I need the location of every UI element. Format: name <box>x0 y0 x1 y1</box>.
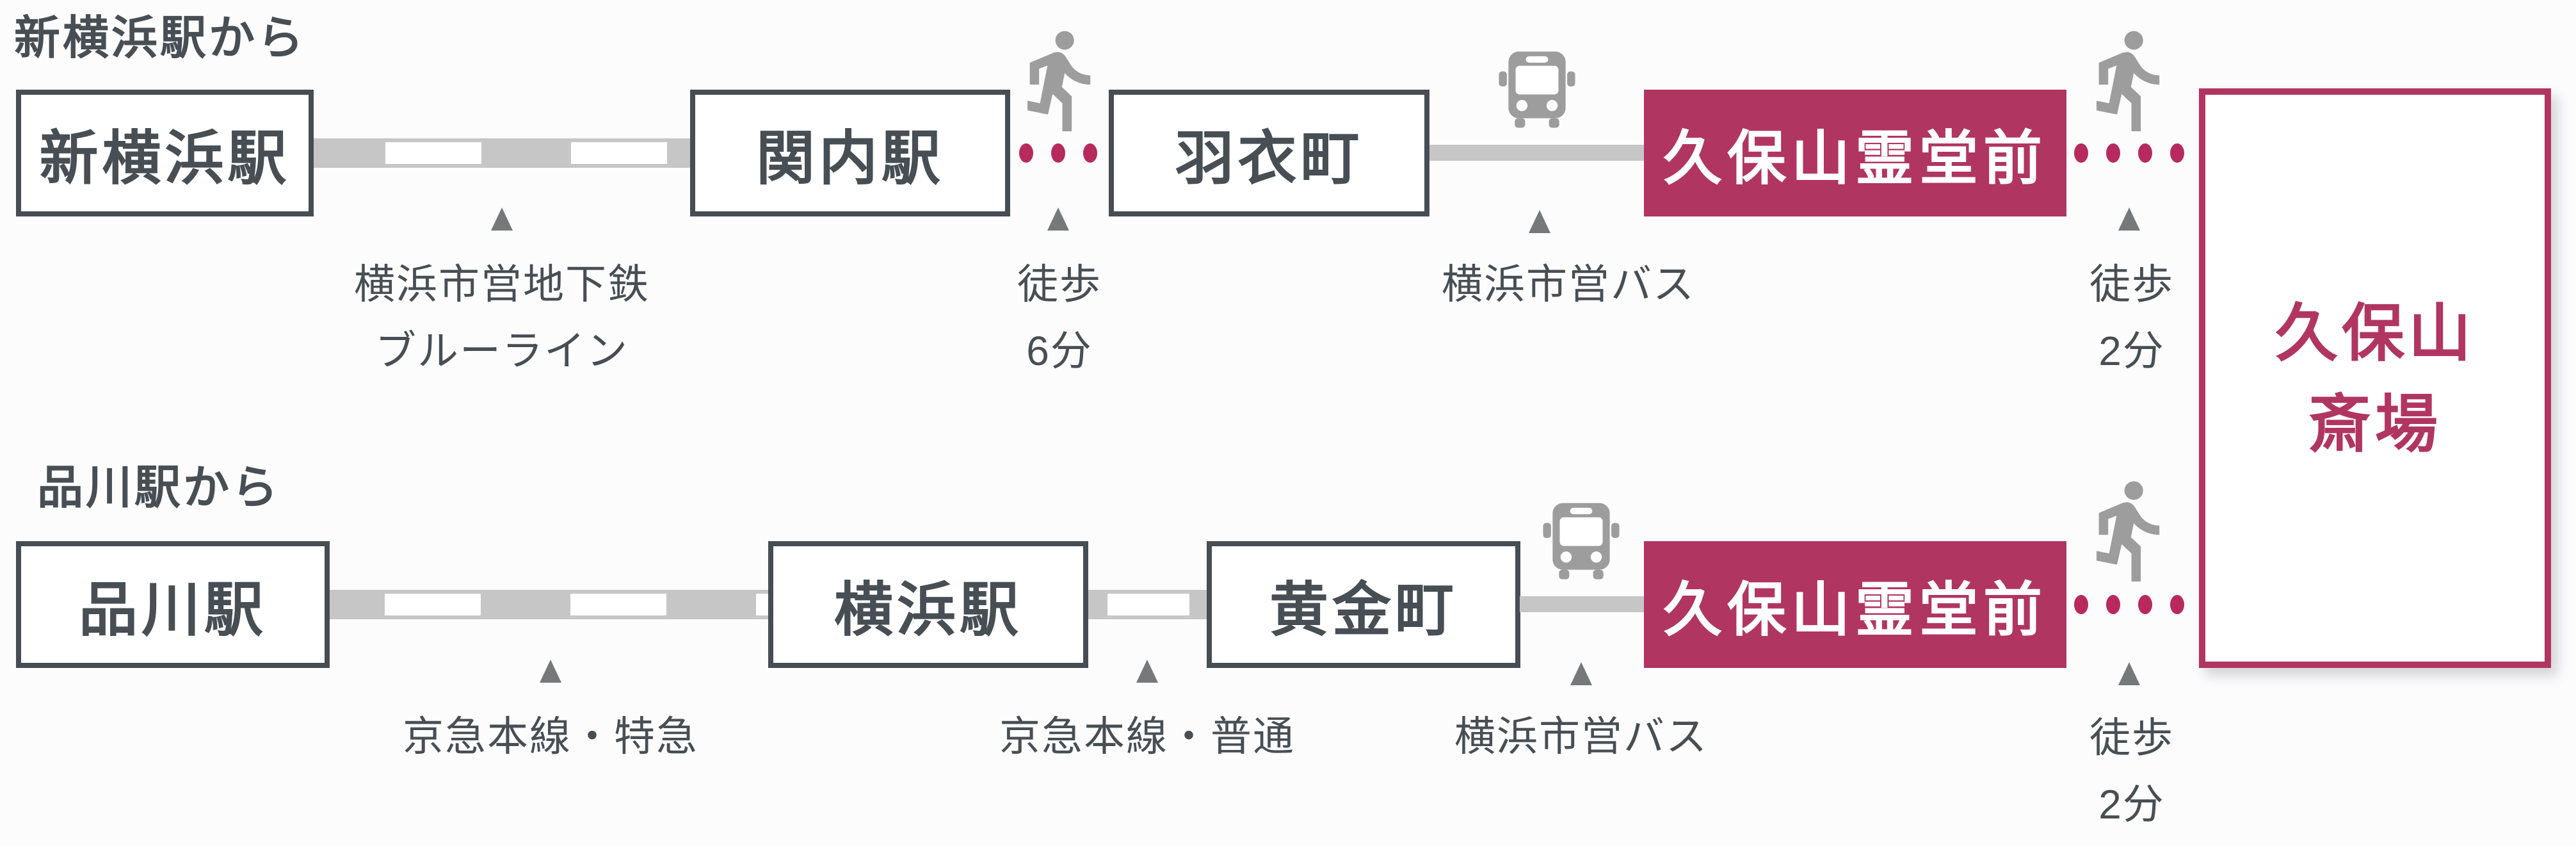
bus-line-segment <box>1520 596 1644 612</box>
station-box-hagoromocho: 羽衣町 <box>1109 90 1429 216</box>
segment-label-line: 京急本線・特急 <box>403 713 698 760</box>
segment-label: 京急本線・普通 <box>999 703 1295 770</box>
rail-dash <box>570 594 666 615</box>
station-label: 新横浜駅 <box>39 126 291 191</box>
bus-front-icon <box>1497 50 1577 129</box>
station-label: 黄金町 <box>1269 577 1458 643</box>
walk-dots <box>1019 143 1097 163</box>
segment-label-line: 徒歩 <box>1017 261 1102 307</box>
station-box-koganecho: 黄金町 <box>1207 541 1520 668</box>
walk-dot <box>2106 143 2120 163</box>
triangle-up-icon <box>1136 660 1158 683</box>
walk-dot <box>2170 143 2184 163</box>
walk-dot <box>2074 143 2088 163</box>
walk-dot <box>1019 143 1033 163</box>
triangle-up-icon <box>2118 662 2140 685</box>
rail-line-segment <box>314 138 762 168</box>
destination-name-line: 久保山 <box>2274 297 2475 368</box>
station-box-shinagawa: 品川駅 <box>16 541 330 668</box>
segment-label-line: 京急本線・普通 <box>999 713 1295 760</box>
bus-stop-box-kuboyama-reido-mae: 久保山霊堂前 <box>1644 541 2066 668</box>
segment-label-line: 徒歩 <box>2089 715 2174 761</box>
walk-dot <box>2138 595 2152 614</box>
destination-box-kuboyama-saijo: 久保山 斎場 <box>2199 88 2551 668</box>
segment-label: 横浜市営バス <box>1442 251 1695 318</box>
route2-header: 品川駅から <box>37 462 281 514</box>
station-label: 関内駅 <box>755 126 944 191</box>
walk-dot <box>2170 595 2184 614</box>
triangle-up-icon <box>2118 207 2140 231</box>
triangle-up-icon <box>1529 210 1550 233</box>
walk-dots <box>2074 595 2184 614</box>
triangle-up-icon <box>1570 662 1592 685</box>
segment-label: 京急本線・特急 <box>403 703 698 770</box>
rail-dash <box>571 142 667 164</box>
segment-label-line: 6分 <box>1026 328 1093 374</box>
rail-dash <box>1107 594 1189 615</box>
rail-dash <box>385 594 481 615</box>
segment-label: 横浜市営地下鉄 ブルーライン <box>354 251 650 384</box>
segment-label: 徒歩 6分 <box>1017 251 1102 384</box>
walk-dot <box>2138 143 2152 163</box>
walk-dot <box>1051 143 1065 163</box>
segment-label-line: ブルーライン <box>375 328 629 374</box>
bus-line-segment <box>1429 145 1644 161</box>
destination-name-line: 斎場 <box>2308 388 2442 459</box>
station-label: 久保山霊堂前 <box>1662 126 2047 191</box>
walking-person-icon <box>1027 29 1093 133</box>
station-box-kannai: 関内駅 <box>690 90 1010 216</box>
segment-label: 横浜市営バス <box>1454 703 1708 770</box>
triangle-up-icon <box>1047 207 1069 231</box>
segment-label-line: 2分 <box>2098 328 2165 374</box>
segment-label-line: 横浜市営地下鉄 <box>354 261 650 307</box>
station-label: 久保山霊堂前 <box>1662 577 2047 643</box>
walk-dots <box>2074 143 2184 163</box>
station-box-shin-yokohama: 新横浜駅 <box>16 90 314 216</box>
walking-person-icon <box>2097 29 2162 133</box>
segment-label-line: 2分 <box>2098 781 2165 827</box>
walk-dot <box>1083 143 1097 163</box>
station-label: 羽衣町 <box>1175 126 1364 191</box>
segment-label-line: 徒歩 <box>2089 261 2174 307</box>
rail-line-segment <box>1088 590 1226 619</box>
segment-label-line: 横浜市営バス <box>1454 713 1708 760</box>
walk-dot <box>2074 595 2088 614</box>
triangle-up-icon <box>540 660 561 683</box>
route1-header: 新横浜駅から <box>14 13 307 64</box>
station-box-yokohama: 横浜駅 <box>768 541 1088 668</box>
rail-line-segment <box>330 590 823 619</box>
walking-person-icon <box>2097 479 2162 583</box>
station-label: 品川駅 <box>78 577 267 643</box>
rail-dash <box>385 142 481 164</box>
segment-label-line: 横浜市営バス <box>1442 261 1695 307</box>
triangle-up-icon <box>491 207 513 231</box>
bus-front-icon <box>1542 501 1621 581</box>
segment-label: 徒歩 2分 <box>2089 251 2174 384</box>
walk-dot <box>2106 595 2120 614</box>
segment-label: 徒歩 2分 <box>2089 704 2174 838</box>
bus-stop-box-kuboyama-reido-mae: 久保山霊堂前 <box>1644 90 2066 216</box>
station-label: 横浜駅 <box>833 577 1022 643</box>
